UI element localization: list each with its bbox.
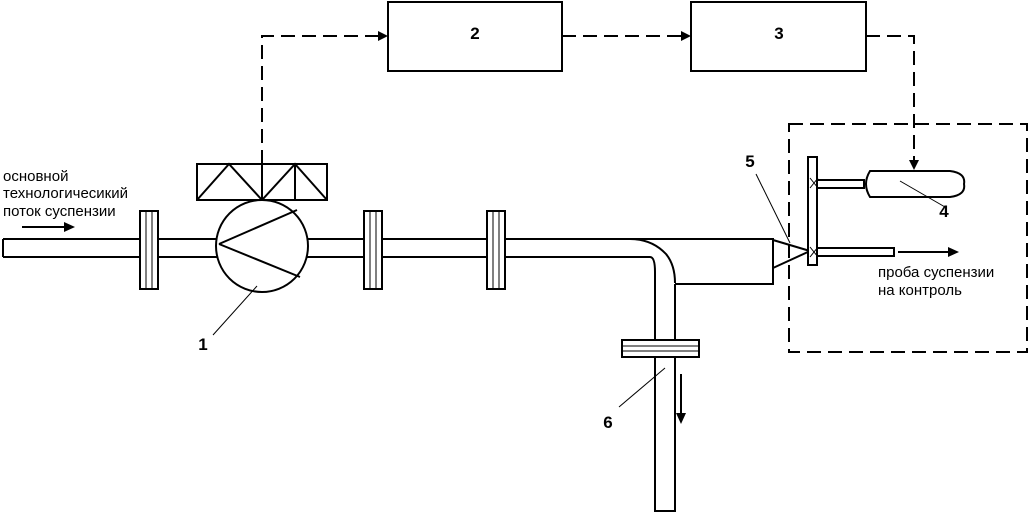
block-3: 3 — [690, 1, 867, 72]
main-pipeline — [2, 238, 774, 512]
sampler-plate — [807, 156, 818, 266]
block-3-label: 3 — [774, 24, 783, 43]
flange-1 — [139, 210, 159, 290]
flange-3 — [486, 210, 506, 290]
block-2: 2 — [387, 1, 563, 72]
sample-caption: проба суспензии на контроль — [878, 264, 994, 299]
block-2-label: 2 — [470, 24, 479, 43]
leader-lines — [212, 173, 946, 408]
inlet-caption-line-1: основной — [3, 168, 68, 185]
sampler-enclosure — [788, 123, 1028, 353]
pump — [215, 199, 309, 293]
signal-arrow-to-block-2 — [378, 31, 388, 41]
callout-drain-pipe: 6 — [603, 413, 612, 432]
sensor-box — [196, 162, 328, 202]
nozzle — [772, 238, 813, 270]
sample-outlet-arrow — [898, 247, 959, 257]
inlet-flow-arrow — [22, 222, 75, 232]
sample-caption-line-2: на контроль — [878, 282, 962, 299]
callout-nozzle: 5 — [745, 152, 754, 171]
inlet-caption-line-2: технологичесикий — [3, 185, 128, 202]
sampler-rod-upper — [809, 177, 865, 189]
inlet-caption: основной технологичесикий поток суспензи… — [3, 168, 128, 220]
flange-2 — [363, 210, 383, 290]
inlet-caption-line-3: поток суспензии — [3, 203, 116, 220]
flange-4 — [621, 339, 700, 358]
sampler-rod-lower — [809, 246, 895, 258]
drain-flow-arrow — [676, 374, 686, 424]
signal-arrow-to-sampler — [909, 160, 919, 170]
signal-lines — [261, 31, 919, 170]
callout-sampler-body: 4 — [939, 202, 949, 221]
sample-caption-line-1: проба суспензии — [878, 264, 994, 281]
signal-arrow-to-block-3 — [681, 31, 691, 41]
sampler-body — [865, 170, 966, 198]
callout-pump: 1 — [198, 335, 207, 354]
